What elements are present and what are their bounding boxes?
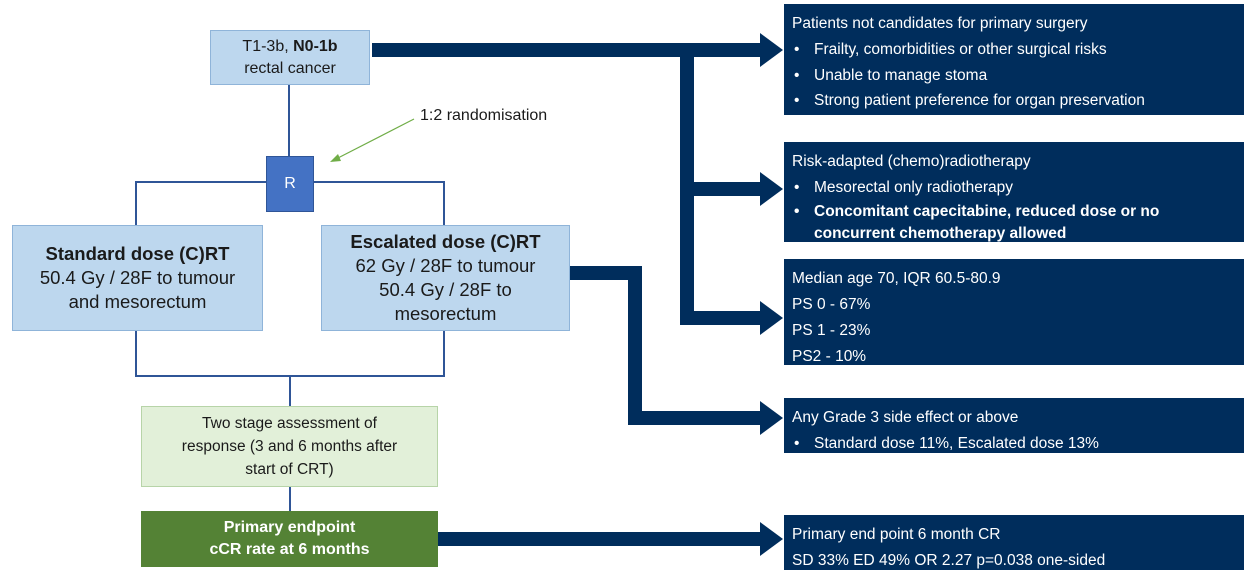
start-box-line1: T1-3b, N0-1b [242, 36, 337, 58]
therapy-title: Risk-adapted (chemo)radiotherapy [792, 153, 1031, 170]
standard-dose-title: Standard dose (C)RT [45, 243, 230, 264]
demographics-line: Median age 70, IQR 60.5-80.9 [792, 270, 1001, 287]
assessment-line2: response (3 and 6 months after [181, 438, 398, 455]
standard-dose-line2: and mesorectum [68, 291, 207, 312]
assessment-line1: Two stage assessment of [202, 415, 377, 432]
therapy-bullet-bold-line2: concurrent chemotherapy allowed [814, 224, 1067, 242]
toxicity-info-box: Any Grade 3 side effect or above Standar… [784, 398, 1244, 456]
therapy-bullet-bold: Concomitant capecitabine, reduced dose o… [792, 201, 1234, 245]
start-box: T1-3b, N0-1b rectal cancer [210, 30, 370, 85]
candidates-bullet: Frailty, comorbidities or other surgical… [792, 37, 1234, 63]
assessment-box: Two stage assessment of response (3 and … [141, 406, 438, 487]
candidates-bullet: Strong patient preference for organ pres… [792, 88, 1234, 114]
escalated-dose-line3: mesorectum [394, 303, 497, 324]
randomisation-box-label: R [284, 175, 296, 192]
candidates-title: Patients not candidates for primary surg… [792, 15, 1088, 32]
toxicity-list: Standard dose 11%, Escalated dose 13% [792, 431, 1234, 457]
endpoint-line2: cCR rate at 6 months [209, 541, 370, 558]
therapy-bullet: Mesorectal only radiotherapy [792, 175, 1234, 201]
standard-dose-box: Standard dose (C)RT 50.4 Gy / 28F to tum… [12, 225, 263, 331]
merge-line [135, 330, 445, 377]
result-line1: Primary end point 6 month CR [792, 526, 1001, 543]
result-info-box: Primary end point 6 month CR SD 33% ED 4… [784, 515, 1244, 570]
standard-dose-line1: 50.4 Gy / 28F to tumour [39, 267, 236, 288]
candidates-bullet: Unable to manage stoma [792, 63, 1234, 89]
primary-endpoint-box: Primary endpoint cCR rate at 6 months [141, 511, 438, 567]
toxicity-bullet: Standard dose 11%, Escalated dose 13% [792, 431, 1234, 457]
randomisation-box: R [266, 156, 314, 212]
demographics-line: PS 1 - 23% [792, 322, 871, 339]
start-box-nodal: N0-1b [293, 37, 338, 55]
therapy-list: Mesorectal only radiotherapy Concomitant… [792, 175, 1234, 245]
demographics-line: PS 0 - 67% [792, 296, 871, 313]
candidates-info-box: Patients not candidates for primary surg… [784, 4, 1244, 115]
therapy-bullet-bold-line1: Concomitant capecitabine, reduced dose o… [814, 202, 1160, 220]
demographics-line: PS2 - 10% [792, 348, 867, 365]
therapy-info-box: Risk-adapted (chemo)radiotherapy Mesorec… [784, 142, 1244, 242]
escalated-dose-title: Escalated dose (C)RT [350, 231, 541, 252]
thick-arrows [372, 33, 783, 556]
candidates-list: Frailty, comorbidities or other surgical… [792, 37, 1234, 114]
randomisation-pointer [330, 118, 415, 162]
start-box-stage: T1-3b, [242, 37, 294, 55]
result-line2: SD 33% ED 49% OR 2.27 p=0.038 one-sided [792, 552, 1106, 569]
randomisation-label: 1:2 randomisation [420, 107, 548, 124]
escalated-dose-box: Escalated dose (C)RT 62 Gy / 28F to tumo… [321, 225, 570, 331]
escalated-dose-line2: 50.4 Gy / 28F to [379, 279, 512, 300]
endpoint-line1: Primary endpoint [223, 519, 356, 536]
demographics-info-box: Median age 70, IQR 60.5-80.9 PS 0 - 67% … [784, 259, 1244, 365]
escalated-dose-line1: 62 Gy / 28F to tumour [355, 255, 536, 276]
start-box-line2: rectal cancer [244, 59, 336, 77]
assessment-line3: start of CRT) [245, 461, 334, 478]
toxicity-title: Any Grade 3 side effect or above [792, 409, 1019, 426]
